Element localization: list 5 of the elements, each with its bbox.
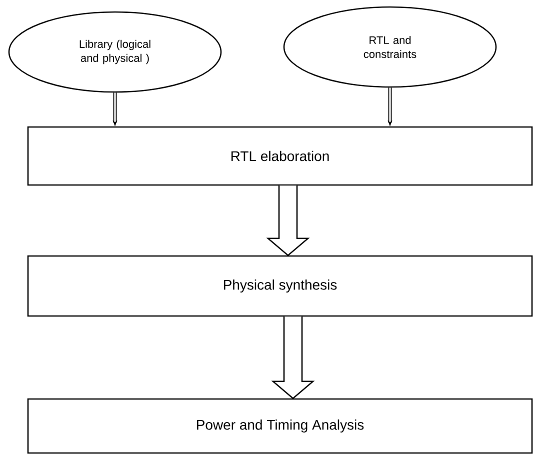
block-arrow — [266, 185, 310, 256]
process-box: Power and Timing Analysis — [27, 398, 533, 454]
process-box: Physical synthesis — [27, 255, 533, 317]
block-arrow — [271, 316, 315, 400]
process-box: RTL elaboration — [27, 126, 533, 186]
